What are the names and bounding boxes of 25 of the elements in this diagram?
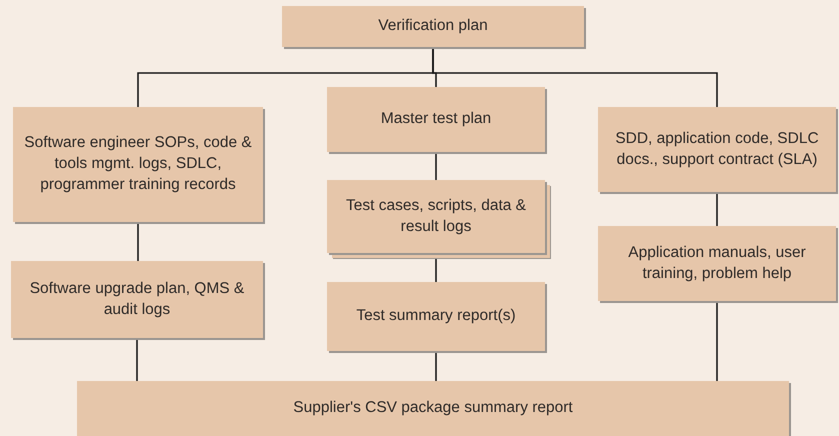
box-text: Supplier's CSV package summary report xyxy=(293,398,573,418)
process-box xyxy=(327,282,545,351)
process-box xyxy=(11,261,263,338)
process-box xyxy=(13,107,263,222)
process-box xyxy=(598,107,836,192)
box-text: Application manuals, user training, problem help xyxy=(627,242,807,284)
connector-line xyxy=(435,154,437,180)
document-stack-box xyxy=(327,180,545,253)
process-box xyxy=(598,226,836,301)
process-box xyxy=(327,87,545,152)
box-text: Verification plan xyxy=(378,16,488,36)
box-text: Software upgrade plan, QMS & audit logs xyxy=(28,278,246,320)
connector-line xyxy=(432,47,718,107)
connector-line xyxy=(716,194,718,226)
connector-line xyxy=(435,353,437,381)
connector-line xyxy=(716,303,718,381)
box-text: Software engineer SOPs, code & tools mgmt. logs, SDLC, programmer training records xyxy=(23,133,253,195)
box-text: SDD, application code, SDLC docs., support contract (SLA) xyxy=(614,128,820,170)
box-text: Test cases, scripts, data & result logs xyxy=(344,196,528,236)
connector-line xyxy=(136,340,138,381)
process-box xyxy=(282,6,584,47)
box-text: Test summary report(s) xyxy=(356,306,516,326)
connector-line xyxy=(137,224,139,261)
box-text: Master test plan xyxy=(380,109,492,130)
process-box xyxy=(77,381,789,436)
